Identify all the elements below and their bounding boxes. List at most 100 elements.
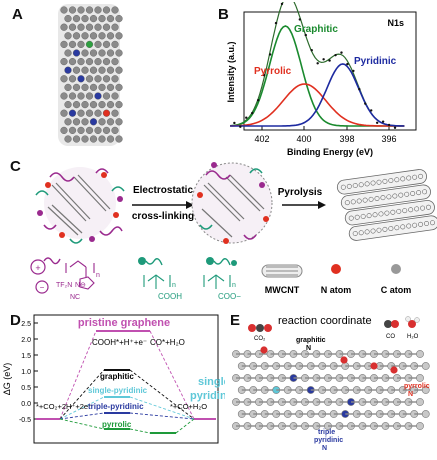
xps-tick-400: 400 xyxy=(296,134,311,144)
xps-data-point xyxy=(262,74,266,77)
tube-atom xyxy=(98,83,106,92)
arrow-pyrolysis-head xyxy=(318,201,326,209)
panel-a-letter: A xyxy=(12,6,23,23)
cnt-ring xyxy=(370,228,376,234)
adsorbate-oxygen xyxy=(370,362,378,370)
xps-data-point xyxy=(358,88,361,91)
xps-data-point xyxy=(364,102,367,105)
tube-atom xyxy=(64,83,72,92)
cnt-ring xyxy=(392,193,398,199)
xps-label-pyrrolic: Pyrrolic xyxy=(254,66,292,77)
tube-atom xyxy=(111,40,119,49)
chem-n-minus: N⊖ xyxy=(75,282,86,289)
cnt-ring xyxy=(382,226,388,232)
mwcnt-legend-icon xyxy=(261,264,303,278)
cnt-ring xyxy=(376,227,382,233)
tube-atom xyxy=(85,109,94,117)
tube-atom xyxy=(98,100,106,109)
cnt-ring xyxy=(406,223,412,229)
tube-atom xyxy=(64,118,72,126)
struct-pyridinic-label: pyridinic xyxy=(314,437,343,444)
xps-plot-frame xyxy=(243,11,417,131)
cnt-ring xyxy=(382,178,388,184)
tube-atom xyxy=(89,135,98,143)
tube-atom xyxy=(72,66,81,74)
struct-title: reaction coordinate xyxy=(278,315,372,327)
cnt-ring xyxy=(348,215,354,221)
tube-atom xyxy=(77,40,85,49)
cnt-ring xyxy=(418,221,424,227)
tube-atom xyxy=(64,32,72,40)
tube-atom xyxy=(94,92,102,100)
lattice-atom xyxy=(421,410,430,418)
energy-tick-label: 0.0 xyxy=(21,401,31,408)
tube-atom xyxy=(94,75,102,83)
tube-atom xyxy=(72,32,81,40)
cnt-tube xyxy=(344,199,435,226)
tube-atom xyxy=(72,135,81,143)
energy-plot-frame xyxy=(33,314,219,444)
cnt-tube xyxy=(348,215,437,241)
tube-atom xyxy=(64,100,72,109)
tube-atom xyxy=(60,40,68,49)
xps-data-point xyxy=(381,120,385,123)
energy-label-co-h2o: CO*+H₂O xyxy=(150,338,185,347)
tube-atom xyxy=(98,118,106,126)
tube-atom xyxy=(77,75,85,83)
tube-atom xyxy=(64,66,72,74)
chem-cooh: COOH xyxy=(158,292,182,301)
mwcnt-cluster-middle xyxy=(191,162,273,244)
panel-e-letter: E xyxy=(230,312,241,329)
struct-co2-label: CO₂ xyxy=(254,336,266,342)
tube-atom xyxy=(85,75,94,83)
tube-atom xyxy=(102,23,111,31)
xps-data-points xyxy=(233,2,397,129)
cnt-ring xyxy=(340,184,346,190)
xps-label-graphitic: Graphitic xyxy=(294,24,338,35)
xps-xlabel: Binding Energy (eV) xyxy=(287,147,373,157)
xps-data-point xyxy=(245,116,248,119)
xps-pyrrolic-curve xyxy=(230,83,405,127)
struct-svg: reaction coordinate CO₂ CO H₂O graphitic… xyxy=(232,315,430,452)
tube-atom xyxy=(77,6,85,14)
xps-data-point xyxy=(375,121,379,124)
tube-atom xyxy=(77,126,85,134)
xps-ylabel: Intensity (a.u.) xyxy=(226,41,236,102)
tube-atom xyxy=(94,57,102,66)
tube-atom xyxy=(72,118,81,126)
co2-molecule xyxy=(248,324,272,332)
cnt-ring xyxy=(422,189,428,195)
cnt-ring xyxy=(418,173,424,179)
tube-atom xyxy=(111,57,119,66)
cnt-ring xyxy=(366,213,372,219)
svg-text:+: + xyxy=(35,263,40,273)
xps-data-point xyxy=(274,21,278,25)
svg-text:−: − xyxy=(40,283,45,292)
legend-n-atom: N atom xyxy=(321,285,352,295)
tube-atom xyxy=(68,57,77,66)
tube-atom xyxy=(60,75,68,83)
tube-atom xyxy=(64,49,72,57)
tube-atom xyxy=(81,83,89,92)
cnt-ring xyxy=(360,213,366,219)
energy-tick-label: 2.5 xyxy=(21,321,31,328)
energy-label-pristine: pristine graphene xyxy=(78,317,170,329)
tube-atom xyxy=(106,100,115,109)
synthesis-scheme: Electrostatic cross-linking Pyrolysis xyxy=(0,155,437,305)
co-molecule xyxy=(384,320,399,328)
xps-data-point xyxy=(268,53,272,56)
tube-atom xyxy=(68,75,77,83)
chem-tf2n: TF₂N xyxy=(56,282,72,289)
xps-data-point xyxy=(334,53,337,57)
adsorbate-oxygen xyxy=(340,356,348,364)
energy-label-cooh: COOH*+H⁺+e⁻ xyxy=(92,338,147,347)
energy-label-graphitic: graphitic xyxy=(100,372,134,381)
tube-atom xyxy=(94,109,102,117)
lattice-atom xyxy=(416,350,424,358)
arrow-crosslink-head xyxy=(186,201,194,209)
tube-atom xyxy=(85,126,94,134)
energy-ylabel: ΔG (eV) xyxy=(2,363,12,396)
paa-anion-structure xyxy=(203,274,231,289)
tube-atom xyxy=(89,15,98,23)
cnt-ring xyxy=(404,191,410,197)
